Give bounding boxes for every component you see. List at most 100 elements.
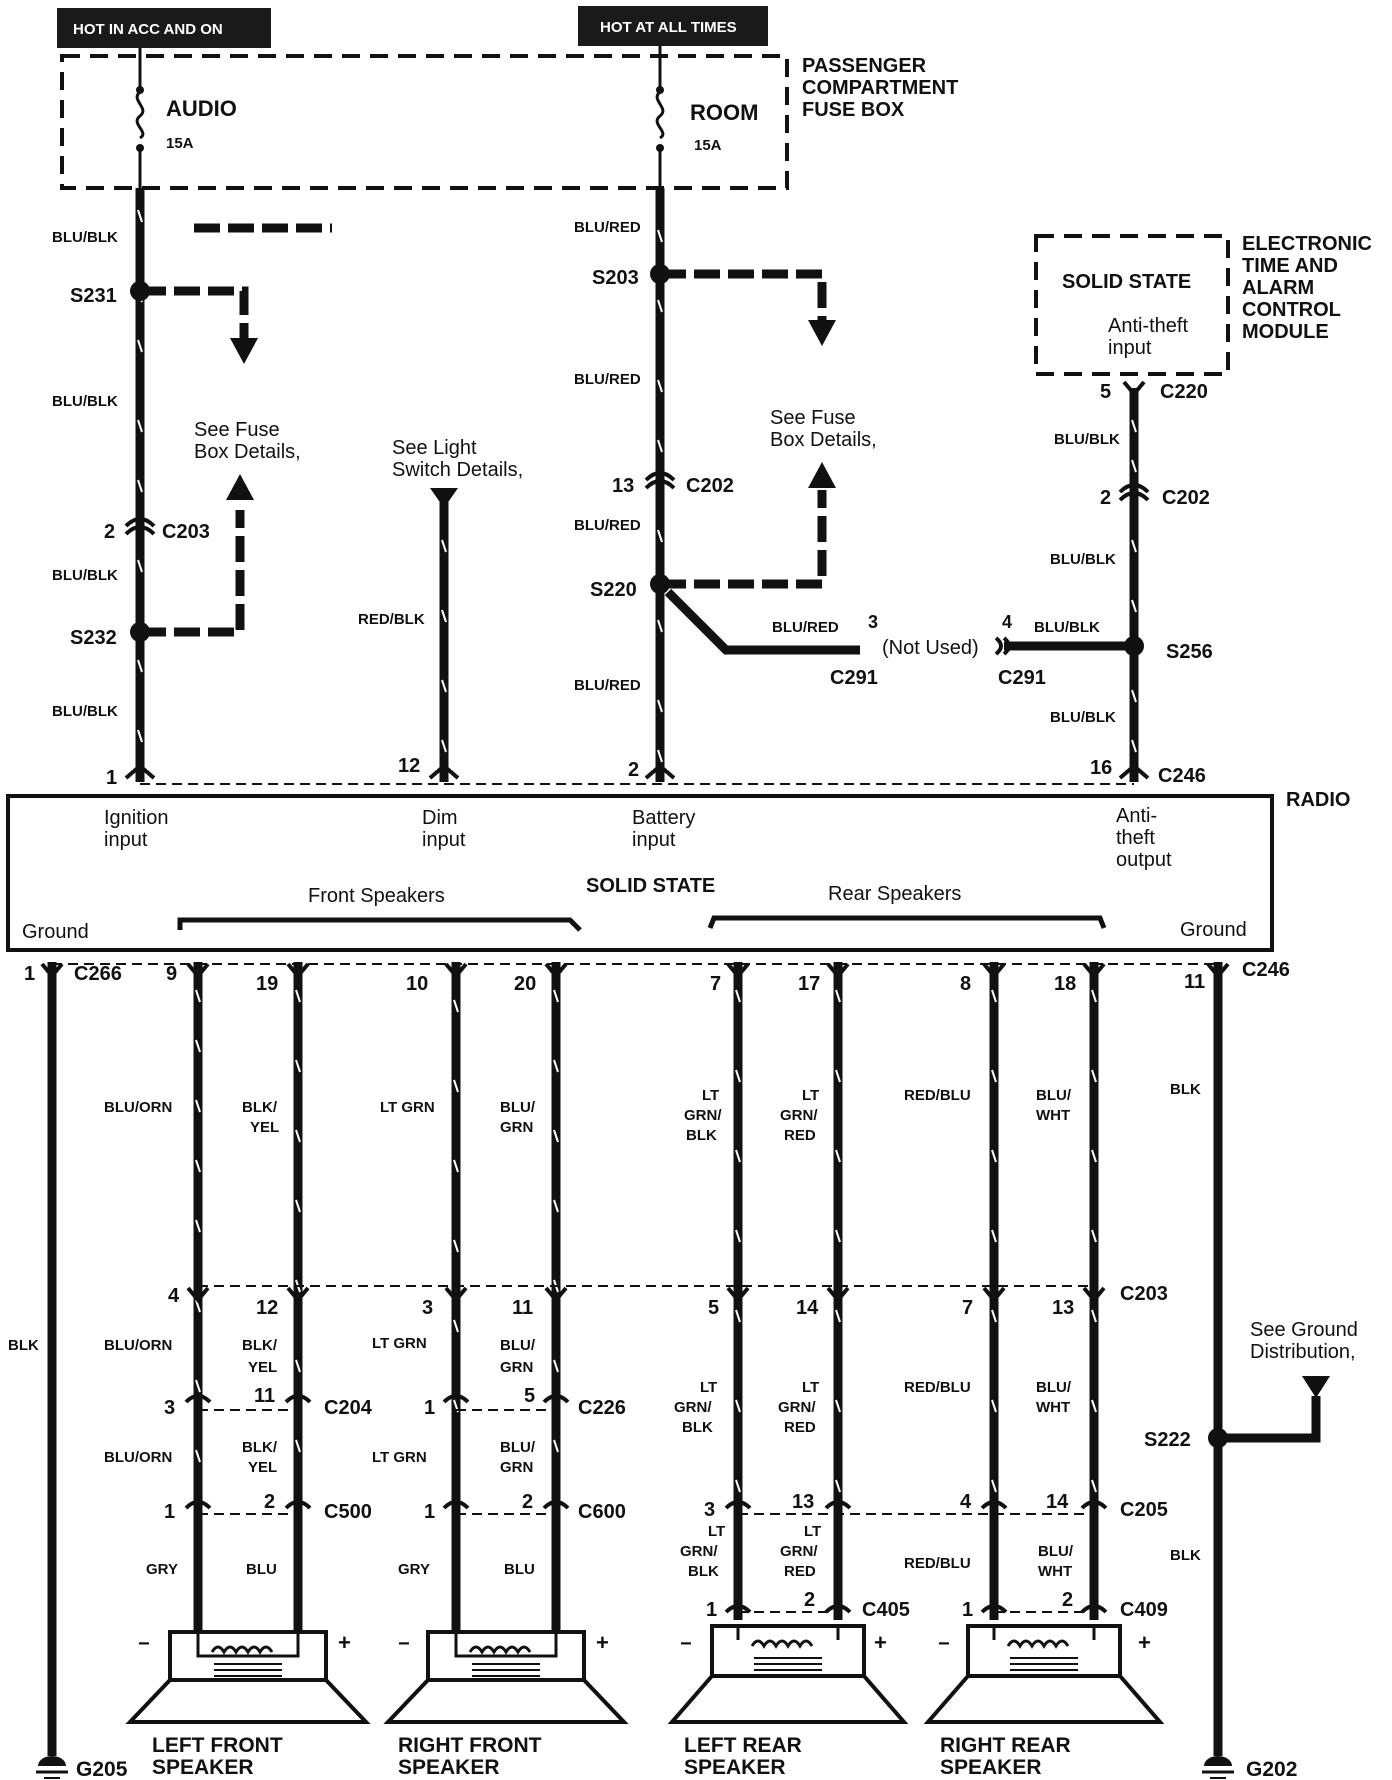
svg-text:LT: LT: [702, 1087, 719, 1104]
svg-text:Ignition: Ignition: [104, 807, 169, 829]
svg-text:BLK: BLK: [686, 1127, 717, 1144]
svg-text:RED/BLU: RED/BLU: [904, 1379, 971, 1396]
svg-text:LT GRN: LT GRN: [372, 1335, 427, 1352]
svg-text:S222: S222: [1144, 1429, 1191, 1451]
upper-connector-labels: 2 C203 13 C202 5 C220 2 C202 3 C291 4 C2…: [104, 381, 1210, 789]
svg-text:BLU/ORN: BLU/ORN: [104, 1449, 172, 1466]
radio-name: RADIO: [1286, 789, 1350, 811]
svg-text:2: 2: [804, 1589, 815, 1611]
svg-text:BLU: BLU: [246, 1561, 277, 1578]
ground-g202: G202: [1202, 1756, 1297, 1780]
speaker-right-rear: − +: [923, 1624, 1165, 1724]
svg-text:GRN/: GRN/: [674, 1399, 712, 1416]
svg-text:4: 4: [1002, 612, 1012, 632]
svg-text:C220: C220: [1160, 381, 1208, 403]
not-used-note: (Not Used): [882, 637, 979, 659]
svg-text:C500: C500: [324, 1501, 372, 1523]
svg-text:Box Details,: Box Details,: [194, 441, 301, 463]
svg-text:BLU/RED: BLU/RED: [574, 371, 641, 388]
svg-text:3: 3: [164, 1397, 175, 1419]
svg-text:C204: C204: [324, 1397, 373, 1419]
svg-text:input: input: [422, 829, 466, 851]
svg-text:YEL: YEL: [250, 1119, 279, 1136]
svg-text:C266: C266: [74, 963, 122, 985]
svg-text:1: 1: [962, 1599, 973, 1621]
svg-text:Front Speakers: Front Speakers: [308, 885, 445, 907]
radio-inputs: Ignition input Dim input Battery input A…: [22, 805, 1247, 943]
svg-text:GRN/: GRN/: [780, 1543, 818, 1560]
svg-text:WHT: WHT: [1036, 1107, 1070, 1124]
svg-text:BLK: BLK: [1170, 1081, 1201, 1098]
svg-text:BLU/RED: BLU/RED: [574, 517, 641, 534]
speaker-titles: LEFT FRONT SPEAKER RIGHT FRONT SPEAKER L…: [152, 1734, 1071, 1779]
svg-text:BLK: BLK: [8, 1337, 39, 1354]
svg-text:SPEAKER: SPEAKER: [684, 1756, 786, 1779]
svg-text:BLK/: BLK/: [242, 1337, 278, 1354]
svg-text:BLU/BLK: BLU/BLK: [1050, 709, 1116, 726]
svg-text:5: 5: [1100, 381, 1111, 403]
svg-text:COMPARTMENT: COMPARTMENT: [802, 77, 958, 99]
svg-text:BLU/BLK: BLU/BLK: [52, 229, 118, 246]
svg-text:LT: LT: [802, 1087, 819, 1104]
svg-text:See Fuse: See Fuse: [770, 407, 856, 429]
svg-text:BLU/: BLU/: [500, 1099, 536, 1116]
svg-text:C409: C409: [1120, 1599, 1168, 1621]
ground-dist-arrow: [1302, 1376, 1330, 1398]
svg-text:3: 3: [868, 612, 878, 632]
svg-text:3: 3: [422, 1297, 433, 1319]
svg-text:C202: C202: [1162, 487, 1210, 509]
svg-text:C203: C203: [162, 521, 210, 543]
ground-g205: G205: [36, 1756, 128, 1780]
svg-text:11: 11: [512, 1297, 533, 1319]
svg-text:BLU/ORN: BLU/ORN: [104, 1337, 172, 1354]
fuse-box-outline: [60, 54, 789, 190]
lower-pin-labels: 1 C266 9 19 10 20 7 17 8 18 11 C246 4 12…: [24, 959, 1290, 1621]
svg-text:11: 11: [254, 1385, 275, 1407]
svg-text:S256: S256: [1166, 641, 1213, 663]
svg-text:2: 2: [264, 1491, 275, 1513]
svg-text:3: 3: [704, 1499, 715, 1521]
svg-text:BLK: BLK: [688, 1563, 719, 1580]
lower-wire-color-labels: BLU/ORN BLK/ YEL LT GRN BLU/ GRN LT GRN/…: [8, 1081, 1201, 1580]
svg-text:BLU/BLK: BLU/BLK: [52, 567, 118, 584]
svg-text:13: 13: [1052, 1297, 1074, 1319]
svg-text:16: 16: [1090, 757, 1112, 779]
svg-text:BLU/BLK: BLU/BLK: [1034, 619, 1100, 636]
speaker-left-front: − +: [125, 1630, 371, 1724]
svg-text:See Light: See Light: [392, 437, 477, 459]
svg-text:LT: LT: [708, 1523, 725, 1540]
svg-text:C405: C405: [862, 1599, 910, 1621]
svg-text:LT GRN: LT GRN: [372, 1449, 427, 1466]
svg-text:SPEAKER: SPEAKER: [940, 1756, 1042, 1779]
svg-text:HOT AT ALL TIMES: HOT AT ALL TIMES: [600, 19, 737, 36]
svg-text:GRN/: GRN/: [680, 1543, 718, 1560]
wire-s220-branch: [664, 588, 860, 655]
svg-text:BLU/RED: BLU/RED: [772, 619, 839, 636]
svg-text:S203: S203: [592, 267, 639, 289]
svg-text:4: 4: [168, 1285, 180, 1307]
svg-text:S232: S232: [70, 627, 117, 649]
svg-text:−: −: [138, 1633, 150, 1655]
speaker-braces: [177, 915, 1107, 932]
svg-text:BLU/: BLU/: [1036, 1087, 1072, 1104]
svg-text:15A: 15A: [166, 135, 194, 152]
branch-arrows: [226, 320, 836, 508]
svg-text:5: 5: [524, 1385, 535, 1407]
svg-text:PASSENGER: PASSENGER: [802, 55, 927, 77]
svg-text:input: input: [632, 829, 676, 851]
upper-notes: See Fuse Box Details, See Light Switch D…: [194, 407, 877, 481]
svg-text:BLU/: BLU/: [1036, 1379, 1072, 1396]
svg-text:14: 14: [1046, 1491, 1069, 1513]
svg-text:WHT: WHT: [1038, 1563, 1072, 1580]
svg-text:HOT IN ACC AND ON: HOT IN ACC AND ON: [73, 21, 223, 38]
svg-text:1: 1: [164, 1501, 175, 1523]
svg-text:2: 2: [1100, 487, 1111, 509]
svg-text:Dim: Dim: [422, 807, 458, 829]
svg-text:theft: theft: [1116, 827, 1155, 849]
svg-text:Box Details,: Box Details,: [770, 429, 877, 451]
hot-acc-on-tag: HOT IN ACC AND ON: [57, 8, 271, 48]
svg-text:RED: RED: [784, 1127, 816, 1144]
svg-text:Switch Details,: Switch Details,: [392, 459, 523, 481]
lower-wire-stripes: [195, 989, 1097, 1493]
